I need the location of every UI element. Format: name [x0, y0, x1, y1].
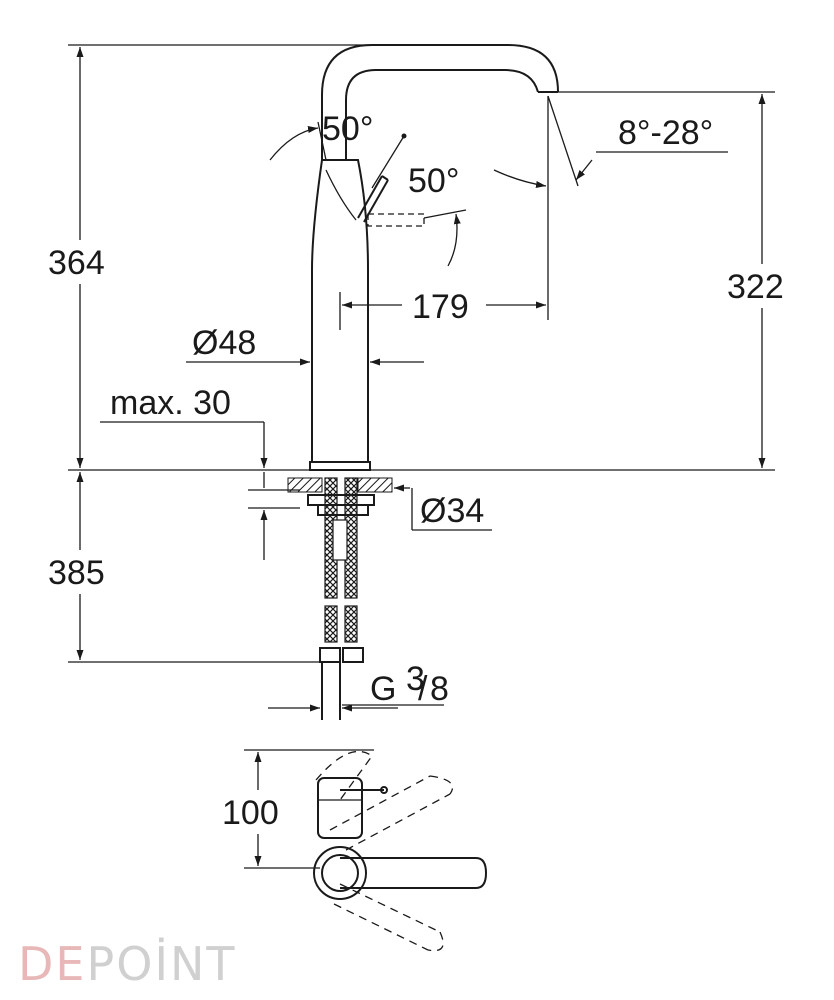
dim-total-height: 364 — [48, 244, 105, 282]
watermark-part1: DE — [18, 937, 87, 991]
base-ring — [309, 461, 371, 471]
dim-connection-den: 8 — [430, 670, 449, 708]
dimension-lines — [40, 44, 802, 712]
deck-plate-left — [287, 477, 323, 493]
deck-plate-right — [357, 477, 393, 493]
spout-base-plan — [313, 846, 367, 900]
dim-connection: G — [370, 670, 396, 708]
dim-below-deck: 385 — [48, 554, 105, 592]
hose-fitting-left — [319, 647, 341, 663]
spout-inner — [345, 69, 539, 160]
spout-arm-plan — [340, 857, 488, 889]
watermark-part2: POİNT — [87, 937, 237, 991]
dim-plan-depth: 100 — [222, 794, 279, 832]
plan-view — [216, 749, 488, 952]
dim-hole-diameter: Ø34 — [420, 492, 484, 530]
under-deck-assembly — [287, 477, 393, 720]
dim-outlet-height: 322 — [727, 268, 784, 306]
faucet-body-plan — [317, 777, 363, 839]
hose-fitting-right — [342, 647, 364, 663]
dim-lever-angle-1: 50° — [322, 110, 373, 148]
dim-connection-num: 3 — [406, 660, 425, 698]
faucet-elevation — [309, 44, 559, 471]
dim-body-diameter: Ø48 — [192, 324, 256, 362]
dim-max-deck: max. 30 — [110, 384, 231, 422]
fraction-slash: / — [418, 670, 428, 708]
lever-handle-dashed — [367, 213, 425, 227]
dim-lever-angle-2: 50° — [408, 162, 459, 200]
watermark-logo: DEPOİNT — [18, 937, 237, 991]
dim-spout-angle: 8°-28° — [618, 114, 713, 152]
dim-reach: 179 — [412, 288, 469, 326]
spout-plan-dashed — [315, 750, 454, 952]
